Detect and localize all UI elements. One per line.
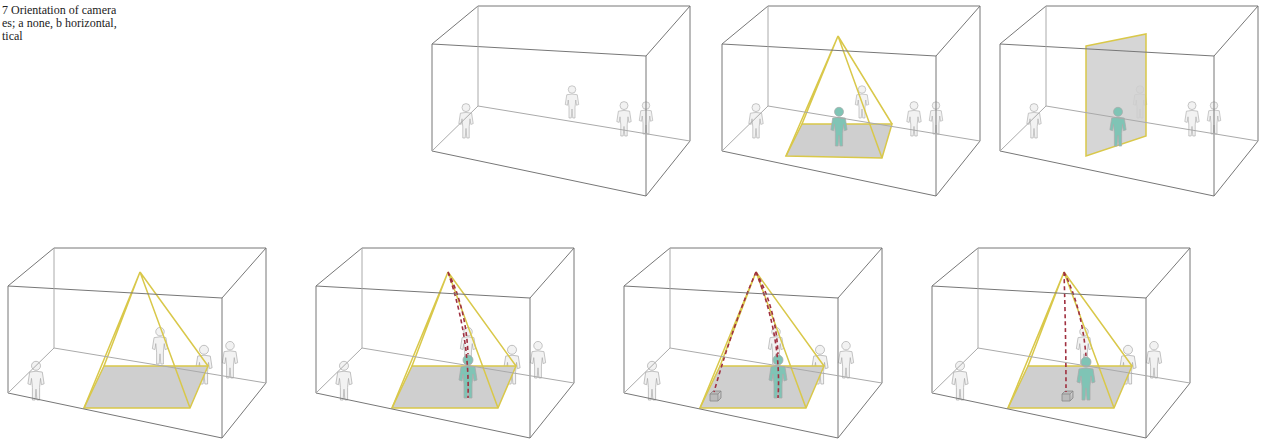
scene-a [432,6,690,196]
scene-b [722,6,980,196]
caption-line: es; a none, b horizontal, [2,17,117,30]
scene-f [624,248,882,438]
scene-g [932,248,1190,438]
caption-line: tical [2,30,23,43]
scene-e [316,248,574,438]
caption-line: 7 Orientation of camera [2,4,116,17]
scene-c [1000,6,1258,196]
scene-d [8,248,266,438]
